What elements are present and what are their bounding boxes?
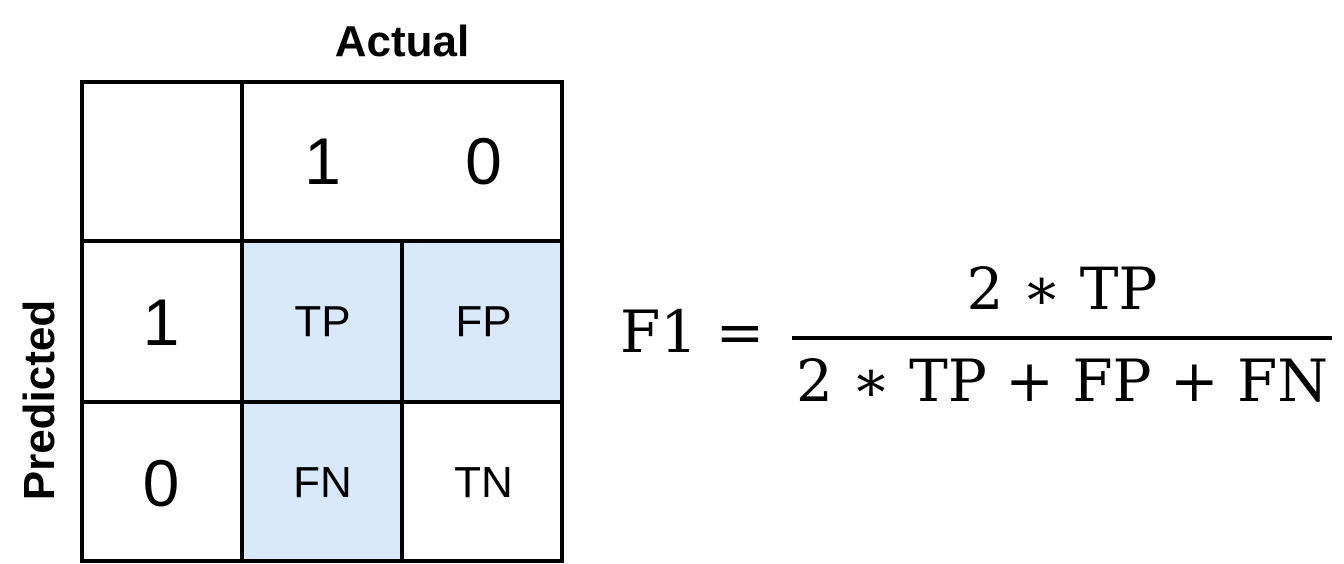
grid-border-bottom [80,559,564,563]
cell-false-negative: FN [242,402,403,563]
fraction-bar [792,336,1332,340]
cell-true-positive: TP [242,241,403,402]
actual-header-0: 0 [465,123,502,198]
grid-line-h1 [80,239,564,243]
cell-false-positive: FP [403,241,564,402]
predicted-axis-label: Predicted [15,299,64,501]
grid-border-right [560,80,564,563]
actual-header-1: 1 [304,123,341,198]
predicted-header-0: 0 [142,445,180,520]
formula-lhs: F1 = [620,298,765,366]
grid-border-top [80,80,564,84]
formula-numerator: 2 ∗ TP [966,255,1158,323]
confusion-matrix: 1 0 1 0 TP FP FN TN [80,80,564,563]
grid-line-v1 [240,80,244,563]
formula-denominator: 2 ∗ TP + FP + FN [795,347,1329,415]
grid-border-left [80,80,84,563]
predicted-header-1: 1 [142,284,180,359]
formula-fraction: 2 ∗ TP 2 ∗ TP + FP + FN [792,260,1332,410]
grid-line-h2 [80,400,564,404]
cell-true-negative: TN [454,457,513,507]
actual-axis-label: Actual [334,17,470,66]
corner-cell [80,80,242,241]
